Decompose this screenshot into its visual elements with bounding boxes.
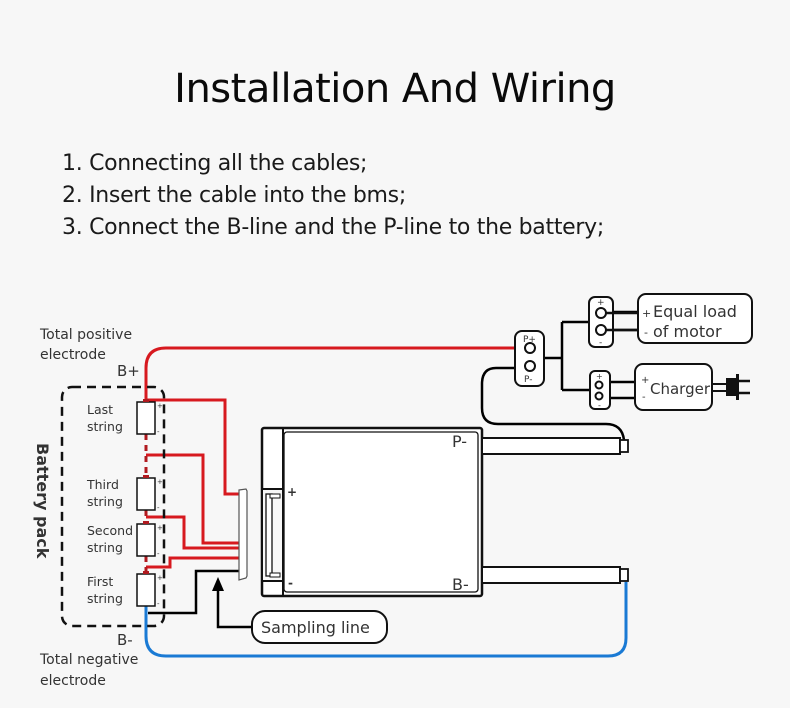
charger-box <box>634 363 713 411</box>
b-minus-terminal-label: B- <box>117 631 133 649</box>
string-label-last-2: string <box>87 419 123 434</box>
string-label-first-2: string <box>87 591 123 606</box>
positive-wires <box>144 346 518 569</box>
cell-second <box>136 521 156 557</box>
balance-lead-last <box>146 398 240 496</box>
charger-minus: - <box>642 392 646 403</box>
battery-cells <box>136 399 156 607</box>
sampling-line-box <box>251 610 388 644</box>
cell-last-minus: - <box>157 428 160 436</box>
bms-board <box>260 426 629 598</box>
sampling-arrow-icon <box>212 577 224 591</box>
balance-lead-first <box>146 556 240 569</box>
sampling-pointer-line <box>216 590 252 629</box>
sampling-line-label: Sampling line <box>261 618 370 637</box>
string-label-second-1: Second <box>87 523 133 538</box>
step-1: 1. Connecting all the cables; <box>62 151 368 176</box>
bms-plus-label: + <box>287 485 297 499</box>
negative-sampling-lead <box>148 569 240 615</box>
charger-connector-plus: + <box>596 372 603 381</box>
charger-plus: + <box>641 375 649 386</box>
load-connector-plus: + <box>597 298 605 308</box>
bms-minus-label: - <box>288 576 293 590</box>
bms-b-minus-label: B- <box>452 575 469 594</box>
string-label-first-1: First <box>87 574 113 589</box>
balance-lead-third <box>146 453 240 545</box>
b-plus-terminal-label: B+ <box>117 362 140 380</box>
step-3: 3. Connect the B-line and the P-line to … <box>62 215 604 240</box>
cell-first <box>136 571 156 607</box>
motor-load-box <box>637 293 753 344</box>
balance-connector-plug <box>238 488 248 581</box>
cell-last <box>136 399 156 435</box>
string-label-second-2: string <box>87 540 123 555</box>
battery-pack-label: Battery pack <box>33 443 52 559</box>
cell-last-plus: + <box>157 402 163 410</box>
total-negative-label-2: electrode <box>40 673 106 689</box>
load-label-2: of motor <box>653 322 722 341</box>
branch-wire <box>544 320 590 392</box>
bms-p-minus-label: P- <box>452 432 467 451</box>
load-minus: - <box>644 326 648 339</box>
step-2: 2. Insert the cable into the bms; <box>62 183 406 208</box>
cell-first-plus: + <box>157 574 163 582</box>
output-connector <box>514 330 545 387</box>
string-label-last-1: Last <box>87 402 113 417</box>
cell-second-minus: - <box>157 550 160 558</box>
p-plus-label: P+ <box>523 335 536 345</box>
total-negative-label-1: Total negative <box>39 652 138 668</box>
load-plus: + <box>642 307 651 320</box>
cell-third <box>136 475 156 511</box>
p-minus-wire <box>480 366 626 441</box>
string-label-third-1: Third <box>86 477 119 492</box>
total-positive-label-1: Total positive <box>39 327 132 343</box>
total-positive-label-2: electrode <box>40 347 106 363</box>
main-negative-wire <box>144 582 628 658</box>
charger-connector <box>589 370 611 410</box>
cell-third-plus: + <box>157 478 163 486</box>
charger-connector-minus: - <box>598 401 601 410</box>
power-plug-icon <box>712 374 750 400</box>
load-connector-minus: - <box>599 338 602 348</box>
instruction-steps: 1. Connecting all the cables; 2. Insert … <box>62 148 604 244</box>
load-label-1: Equal load <box>653 302 737 321</box>
cell-third-minus: - <box>157 504 160 512</box>
charger-label: Charger <box>650 380 711 398</box>
string-label-third-2: string <box>87 494 123 509</box>
main-positive-wire <box>144 346 518 402</box>
cell-first-minus: - <box>157 600 160 608</box>
cell-second-plus: + <box>157 524 163 532</box>
p-minus-label: P- <box>524 375 532 385</box>
page-title: Installation And Wiring <box>174 66 616 112</box>
